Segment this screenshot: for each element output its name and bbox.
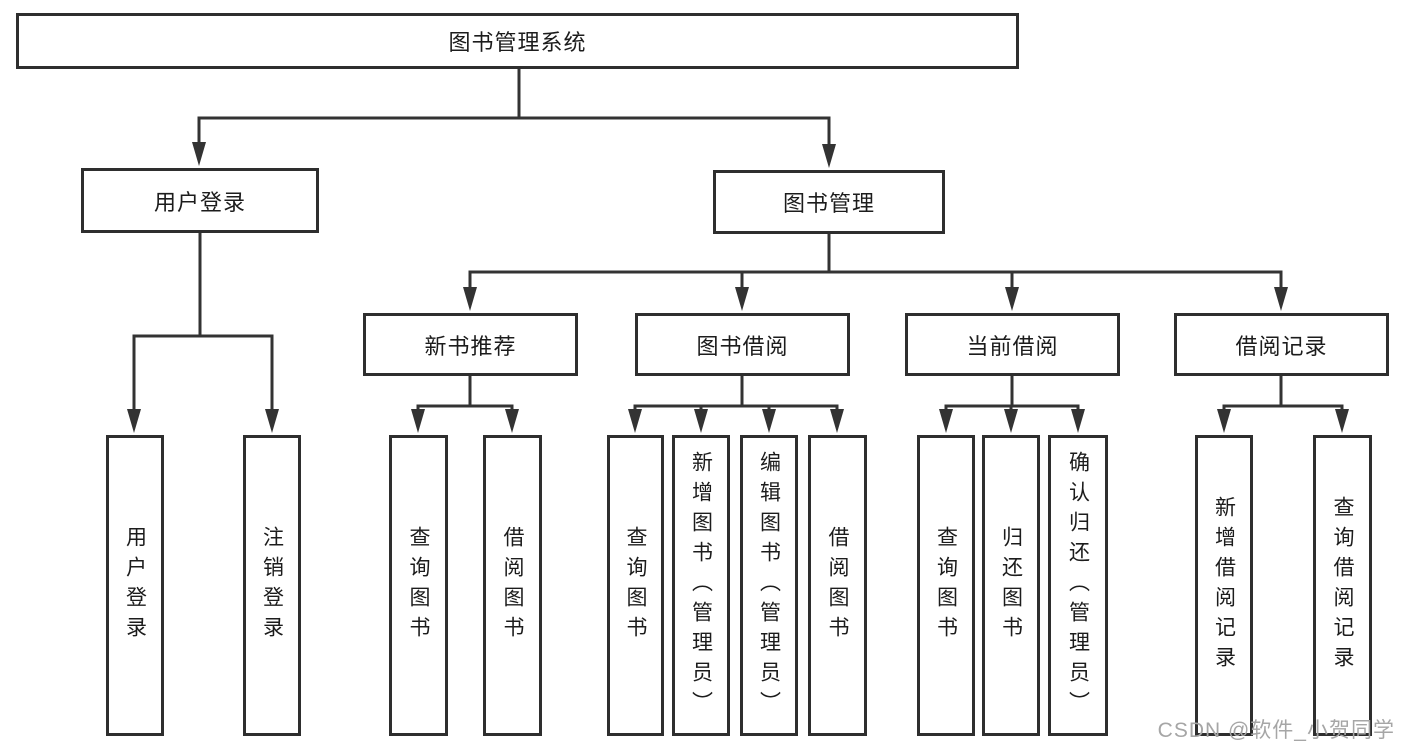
node-return-book: 归还图书 (982, 435, 1040, 736)
node-query-book-current: 查询图书 (917, 435, 975, 736)
node-edit-book-admin-label: 编辑图书（管理员） (757, 450, 781, 721)
node-query-borrow-record-label: 查询借阅记录 (1331, 495, 1354, 676)
node-logout-action: 注销登录 (243, 435, 301, 736)
node-user-login-action-label: 用户登录 (123, 525, 147, 646)
node-current-borrowing-label: 当前借阅 (966, 333, 1059, 359)
node-book-borrowing-label: 图书借阅 (696, 333, 789, 359)
node-confirm-return-admin: 确认归还（管理员） (1048, 435, 1108, 736)
node-query-book-borrowing-label: 查询图书 (624, 525, 647, 646)
node-book-borrowing: 图书借阅 (635, 313, 850, 376)
node-return-book-label: 归还图书 (999, 525, 1023, 646)
node-query-borrow-record: 查询借阅记录 (1313, 435, 1372, 736)
node-add-book-admin-label: 新增图书（管理员） (689, 450, 713, 721)
node-user-login-label: 用户登录 (153, 189, 246, 215)
node-borrowing-records: 借阅记录 (1174, 313, 1389, 376)
node-book-management-label: 图书管理 (782, 191, 875, 216)
node-query-book-current-label: 查询图书 (934, 525, 958, 646)
node-borrow-book-recommend: 借阅图书 (483, 435, 542, 736)
node-root: 图书管理系统 (16, 13, 1019, 69)
node-edit-book-admin: 编辑图书（管理员） (740, 435, 798, 736)
node-query-book-recommend-label: 查询图书 (407, 525, 430, 646)
node-borrow-book-recommend-label: 借阅图书 (501, 525, 524, 646)
node-add-borrow-record: 新增借阅记录 (1195, 435, 1253, 736)
node-query-book-recommend: 查询图书 (389, 435, 448, 736)
node-logout-action-label: 注销登录 (260, 525, 284, 646)
node-book-management: 图书管理 (713, 170, 945, 234)
node-user-login-action: 用户登录 (106, 435, 164, 736)
node-user-login: 用户登录 (81, 168, 319, 233)
node-borrowing-records-label: 借阅记录 (1235, 333, 1328, 359)
node-root-label: 图书管理系统 (448, 30, 587, 55)
node-add-borrow-record-label: 新增借阅记录 (1212, 495, 1236, 676)
node-query-book-borrowing: 查询图书 (607, 435, 664, 736)
node-borrow-book-label: 借阅图书 (826, 525, 849, 646)
node-confirm-return-admin-label: 确认归还（管理员） (1066, 450, 1090, 721)
node-borrow-book: 借阅图书 (808, 435, 867, 736)
node-new-book-recommendation: 新书推荐 (363, 313, 578, 376)
node-current-borrowing: 当前借阅 (905, 313, 1120, 376)
node-add-book-admin: 新增图书（管理员） (672, 435, 730, 736)
watermark: CSDN @软件_小贺同学 (1157, 719, 1395, 742)
node-new-book-recommendation-label: 新书推荐 (424, 333, 517, 359)
